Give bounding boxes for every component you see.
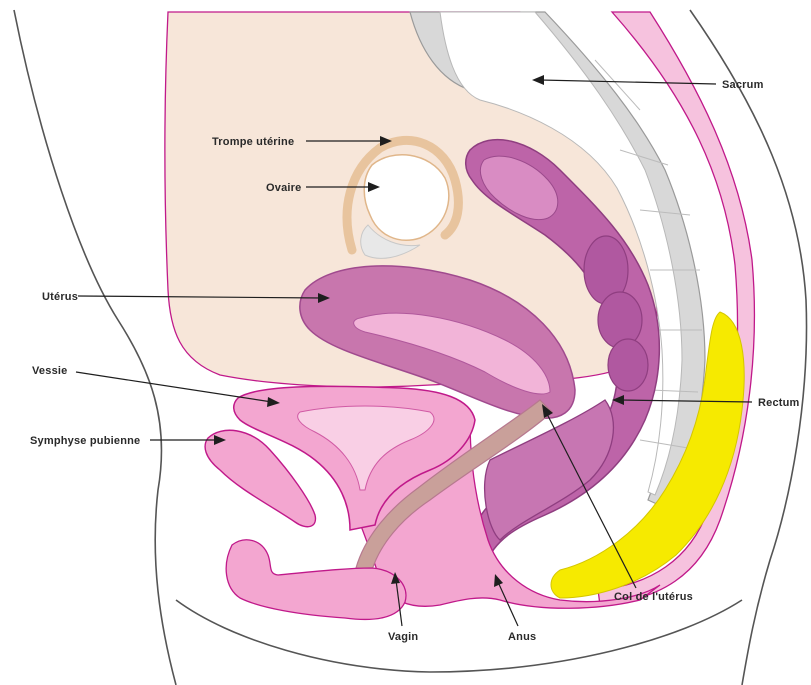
label-trompe: Trompe utérine bbox=[212, 136, 294, 148]
label-rectum: Rectum bbox=[758, 397, 800, 409]
label-symphyse: Symphyse pubienne bbox=[30, 435, 140, 447]
label-sacrum: Sacrum bbox=[722, 79, 764, 91]
rectum-lower bbox=[485, 400, 614, 540]
body-front-outline bbox=[14, 10, 176, 685]
label-vagin: Vagin bbox=[388, 631, 418, 643]
label-anus: Anus bbox=[508, 631, 536, 643]
label-vessie: Vessie bbox=[32, 365, 67, 377]
label-uterus: Utérus bbox=[42, 291, 78, 303]
ovary bbox=[364, 155, 449, 240]
perineum-outline bbox=[176, 600, 742, 672]
label-symphyse-group: Symphyse pubienne bbox=[30, 435, 226, 447]
label-ovaire: Ovaire bbox=[266, 182, 301, 194]
label-col: Col de l'utérus bbox=[614, 591, 693, 603]
